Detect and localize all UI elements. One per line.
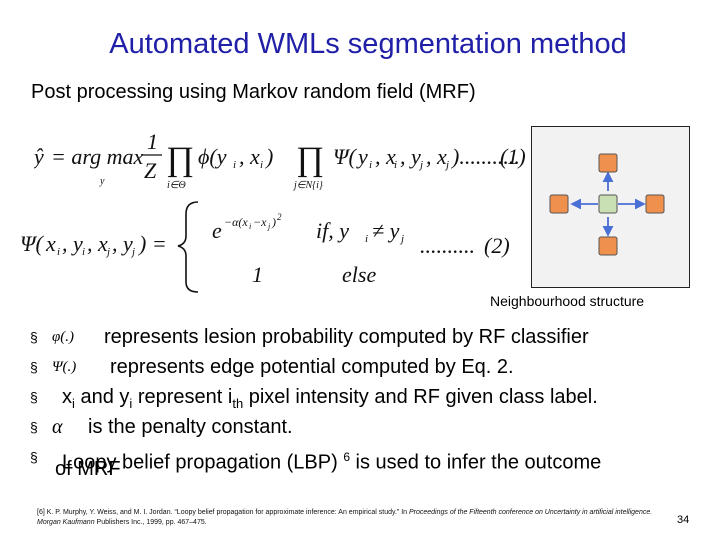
neighbourhood-diagram [531, 126, 690, 288]
svg-text:j: j [399, 233, 404, 245]
svg-text:j: j [105, 246, 110, 258]
neighbor-node-left [549, 194, 569, 214]
eq2-label: (2) [484, 233, 510, 258]
svg-text:, y: , y [62, 231, 83, 256]
svg-text:Z: Z [144, 158, 157, 183]
svg-text:i: i [260, 159, 263, 171]
slide-title: Automated WMLs segmentation method [109, 28, 627, 60]
svg-text:i: i [82, 246, 85, 258]
bullet-text: represents edge potential computed by Eq… [110, 356, 514, 378]
svg-text:j: j [267, 222, 271, 231]
bullet-text: is the penalty constant. [88, 416, 293, 438]
svg-text:y: y [99, 176, 105, 187]
equation-1: ŷ = arg max y 1 Z ∏ i∈Θ ϕ(y i , x i ) ∏ … [34, 130, 526, 191]
equation-2: Ψ( x i , y i , x j , y j ) = e −α(x i −x… [20, 201, 510, 293]
svg-text:1: 1 [147, 130, 158, 154]
footnote-reference: [6] K. P. Murphy, Y. Weiss, and M. I. Jo… [37, 509, 653, 526]
bullet-marker: § [30, 449, 38, 465]
bullet-marker: § [30, 419, 38, 435]
svg-text:, x: , x [426, 144, 447, 169]
svg-text:−α(x: −α(x [224, 215, 248, 229]
bullet-continuation: of MRF [55, 458, 121, 480]
neighbor-node-top [598, 153, 618, 173]
bullet-item: § Loopy belief propagation (LBP) 6 is us… [30, 442, 720, 474]
svg-text:∏: ∏ [296, 141, 324, 178]
svg-text:i: i [233, 159, 236, 171]
neighbourhood-graph [549, 153, 665, 256]
case2-value: 1 [252, 262, 263, 287]
svg-text:∏: ∏ [166, 141, 194, 178]
case2-condition: else [342, 262, 376, 287]
svg-text:, y: , y [112, 231, 133, 256]
svg-text:i: i [249, 222, 251, 231]
bullet-item: § α is the penalty constant. [30, 412, 720, 442]
svg-text:= arg max: = arg max [51, 144, 143, 169]
case1-condition: if, y [316, 218, 349, 243]
svg-text:i: i [57, 246, 60, 258]
svg-text:ŷ: ŷ [34, 144, 44, 169]
svg-text:j∈N{i}: j∈N{i} [292, 180, 323, 191]
svg-text:i: i [394, 159, 397, 171]
phi-symbol: φ(.) [52, 329, 75, 345]
slide-subtitle: Post processing using Markov random fiel… [31, 81, 476, 103]
svg-text:≠ y: ≠ y [372, 218, 400, 243]
svg-text:j: j [130, 246, 135, 258]
page-number: 34 [677, 514, 690, 526]
svg-text:Ψ(: Ψ( [333, 144, 357, 169]
svg-text:i: i [369, 159, 372, 171]
svg-text:j: j [444, 159, 449, 171]
svg-text:) =: ) = [137, 231, 167, 256]
bullet-item: § Ψ(.) represents edge potential compute… [30, 352, 720, 382]
eq1-label: (1) [500, 144, 526, 169]
svg-text:, y: , y [400, 144, 421, 169]
center-node [598, 194, 618, 214]
bullet-marker: § [30, 389, 38, 405]
svg-text:y: y [356, 144, 368, 169]
bullet-marker: § [30, 359, 38, 375]
svg-text:i: i [365, 233, 368, 245]
bullet-text: Loopy belief propagation (LBP) 6 is used… [62, 450, 602, 474]
svg-text:j: j [418, 159, 423, 171]
svg-text:Ψ(: Ψ( [20, 231, 44, 256]
svg-text:i∈Θ: i∈Θ [167, 180, 186, 191]
psi-symbol: Ψ(.) [52, 359, 77, 375]
svg-text:2: 2 [277, 212, 282, 222]
neighbourhood-caption: Neighbourhood structure [490, 293, 645, 309]
svg-text:e: e [212, 218, 222, 243]
svg-text:−x: −x [253, 215, 267, 229]
alpha-symbol: α [52, 416, 63, 438]
bullet-item: § φ(.) represents lesion probability com… [30, 322, 720, 352]
bullet-item: § xi and yi represent ith pixel intensit… [30, 382, 720, 412]
svg-text:): ) [271, 215, 276, 229]
bullet-marker: § [30, 329, 38, 345]
svg-text:x: x [45, 231, 56, 256]
bullet-list: § φ(.) represents lesion probability com… [30, 322, 720, 474]
neighbor-node-right [645, 194, 665, 214]
svg-text:, x: , x [239, 144, 260, 169]
neighbor-node-bottom [598, 236, 618, 256]
svg-text:)...........: )........... [450, 144, 520, 169]
svg-text:, x: , x [87, 231, 108, 256]
svg-text:): ) [264, 144, 273, 169]
svg-text:ϕ(y: ϕ(y [198, 144, 227, 169]
svg-text:..........: .......... [420, 233, 475, 258]
bullet-text: xi and yi represent ith pixel intensity … [62, 386, 598, 411]
svg-text:, x: , x [375, 144, 396, 169]
bullet-text: represents lesion probability computed b… [104, 326, 589, 348]
